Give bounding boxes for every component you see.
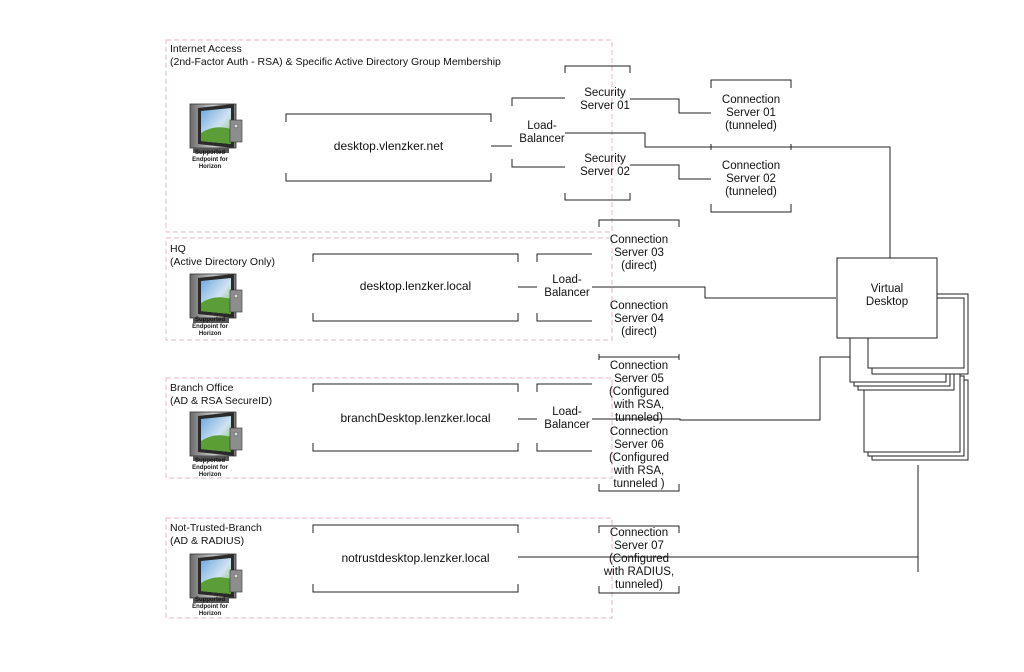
url-notrust: notrustdesktop.lenzker.local [341, 551, 490, 565]
virtual-desktop-label: Virtual Desktop [865, 283, 909, 308]
virtual-desktop-stack [836, 257, 969, 461]
load-balancer-internet: Load- Balancer [519, 120, 565, 145]
url-internet: desktop.vlenzker.net [333, 139, 444, 153]
connector-lines [491, 98, 919, 572]
security-server-02: Security Server 02 [580, 153, 630, 178]
connection-server-05: Connection Server 05 (Configured with RS… [608, 360, 670, 424]
zone-hq-box [165, 237, 613, 341]
zone-internet-box [165, 39, 613, 233]
url-hq: desktop.lenzker.local [359, 279, 472, 293]
endpoint-notrust-icon [189, 553, 243, 604]
connection-server-03: Connection Server 03 (direct) [609, 234, 669, 272]
endpoint-caption: Supported Endpoint for Horizon [192, 317, 228, 338]
endpoint-caption: Supported Endpoint for Horizon [192, 458, 228, 479]
endpoint-internet-icon [189, 103, 243, 154]
zone-internet-title: Internet Access (2nd-Factor Auth - RSA) … [170, 43, 501, 68]
zone-branch-box [165, 377, 613, 479]
virtual-desktop-box [836, 257, 938, 339]
connection-server-01: Connection Server 01 (tunneled) [721, 94, 781, 132]
connection-server-07: Connection Server 07 (Configured with RA… [603, 527, 675, 591]
bracket-shapes [285, 65, 792, 594]
zone-hq-title: HQ (Active Directory Only) [170, 243, 276, 268]
zone-notrust-box [165, 517, 613, 619]
endpoint-caption: Supported Endpoint for Horizon [192, 597, 228, 618]
zone-notrust-title: Not-Trusted-Branch (AD & RADIUS) [170, 522, 262, 547]
zone-boxes [165, 39, 613, 619]
endpoint-hq-icon [189, 273, 243, 324]
security-server-01: Security Server 01 [580, 87, 630, 112]
zone-branch-title: Branch Office (AD & RSA SecureID) [170, 382, 273, 407]
endpoint-branch-icon [189, 411, 243, 462]
load-balancer-hq: Load- Balancer [544, 274, 590, 299]
url-branch: branchDesktop.lenzker.local [340, 411, 491, 425]
connection-server-04: Connection Server 04 (direct) [609, 300, 669, 338]
endpoint-caption: Supported Endpoint for Horizon [192, 150, 228, 171]
load-balancer-branch: Load- Balancer [544, 406, 590, 431]
connection-server-06: Connection Server 06 (Configured with RS… [608, 426, 670, 490]
connection-server-02: Connection Server 02 (tunneled) [721, 160, 781, 198]
